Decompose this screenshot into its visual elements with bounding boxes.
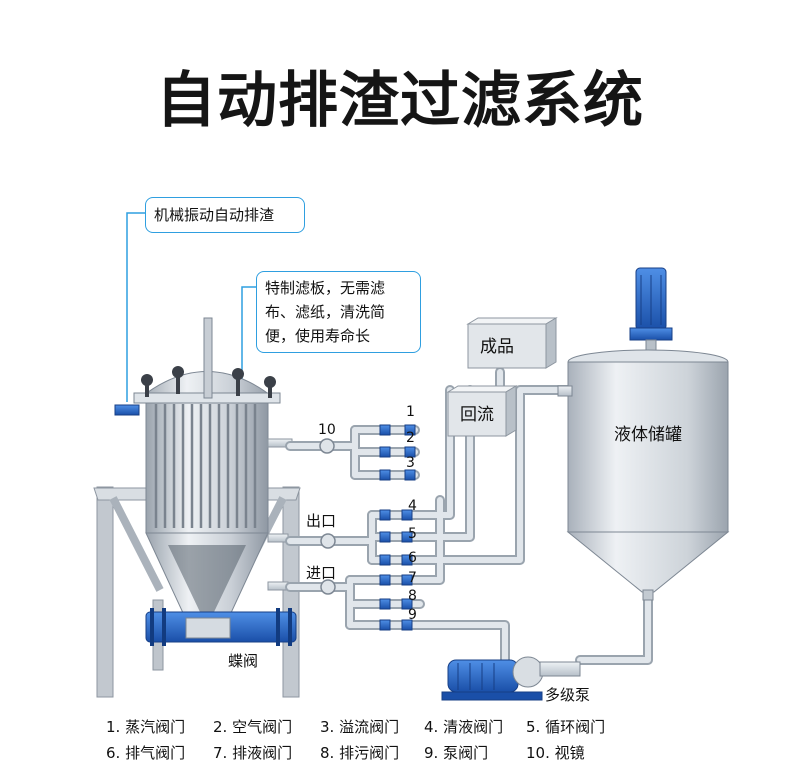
valve-number-7: 7 [408,570,417,586]
outlet-label: 出口 [306,512,336,530]
pump-label: 多级泵 [545,686,590,704]
callout-vibration: 机械振动自动排渣 [145,197,305,233]
legend-item-1: 1. 蒸汽阀门 [106,718,186,736]
butterfly-valve-label: 蝶阀 [228,652,258,670]
valve-number-8: 8 [408,588,417,604]
inlet-label: 进口 [306,564,336,582]
valve-number-5: 5 [408,526,417,542]
valve-number-3: 3 [406,455,415,471]
valve-number-10: 10 [318,422,336,438]
callout-filter-plate: 特制滤板，无需滤布、滤纸，清洗简便，使用寿命长 [256,271,421,353]
valve-number-4: 4 [408,498,417,514]
product-label: 成品 [480,337,514,357]
legend-item-3: 3. 溢流阀门 [320,718,400,736]
legend-item-2: 2. 空气阀门 [213,718,293,736]
return-flow-box [446,385,518,437]
valve-number-9: 9 [408,607,417,623]
valve-handles [379,424,416,631]
return-flow-label: 回流 [460,405,494,425]
legend-item-4: 4. 清液阀门 [424,718,504,736]
legend-item-7: 7. 排液阀门 [213,744,293,762]
legend-item-5: 5. 循环阀门 [526,718,606,736]
valve-number-6: 6 [408,550,417,566]
sight-glasses [319,438,336,595]
product-box [466,317,558,369]
multistage-pump [441,656,581,701]
liquid-tank [557,267,730,601]
valve-number-1: 1 [406,404,415,420]
callout-leader-lines [126,212,256,402]
legend-item-9: 9. 泵阀门 [424,744,489,762]
page-title: 自动排渣过滤系统 [156,66,644,136]
legend-item-10: 10. 视镜 [526,744,585,762]
legend-item-6: 6. 排气阀门 [106,744,186,762]
tank-label: 液体储罐 [614,425,682,445]
valve-number-2: 2 [406,430,415,446]
legend-item-8: 8. 排污阀门 [320,744,400,762]
filter-housing [114,317,297,646]
